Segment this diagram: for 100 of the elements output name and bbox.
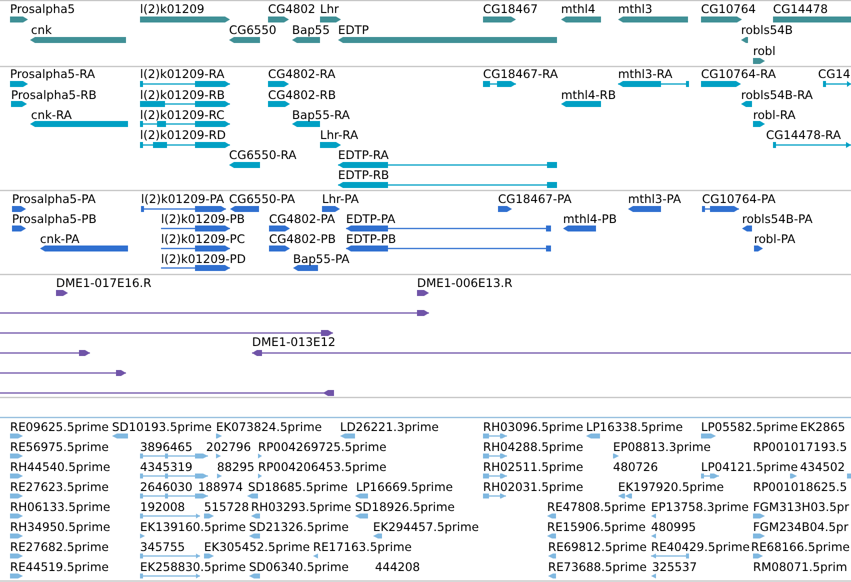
protein-label: CG10764-PA bbox=[702, 192, 776, 206]
est-label: 434502 bbox=[800, 460, 846, 474]
est-label: RH03096.5prime bbox=[483, 420, 584, 434]
est-label: 3896465 bbox=[140, 440, 193, 454]
gene-label: mthl3 bbox=[618, 2, 652, 16]
est-label: RE68166.5prime bbox=[751, 540, 850, 554]
est-label: RM08071.5prim bbox=[753, 560, 848, 574]
gene-label: robls54B bbox=[741, 23, 793, 37]
est-label: RE44519.5prime bbox=[10, 560, 109, 574]
transcript-label: l(2)k01209-RC bbox=[140, 108, 224, 122]
est-label: RE40429.5prime bbox=[651, 540, 750, 554]
est-label: RE27682.5prime bbox=[10, 540, 109, 554]
transcript-label: mthl4-RB bbox=[561, 88, 616, 102]
protein-label: l(2)k01209-PA bbox=[141, 192, 224, 206]
protein-label: l(2)k01209-PC bbox=[161, 232, 245, 246]
protein-label: CG6550-PA bbox=[229, 192, 296, 206]
protein-label: EDTP-PA bbox=[346, 212, 396, 226]
transcript-label: cnk-RA bbox=[31, 108, 72, 122]
est-label: LP16669.5prime bbox=[356, 480, 453, 494]
transcript-label: CG14478-RA bbox=[766, 128, 841, 142]
est-label: RE47808.5prime bbox=[547, 500, 646, 514]
est-label: 345755 bbox=[140, 540, 186, 554]
clone-label: DME1-017E16.R bbox=[56, 276, 152, 290]
transcript-label: l(2)k01209-RB bbox=[140, 88, 225, 102]
est-label: LP05582.5prime bbox=[701, 420, 798, 434]
est-label: EK2865 bbox=[800, 420, 846, 434]
est-label: 444208 bbox=[375, 560, 420, 574]
clone-label: DME1-013E12 bbox=[252, 335, 336, 349]
est-label: EK073824.5prime bbox=[216, 420, 322, 434]
est-label: 188974 bbox=[198, 480, 244, 494]
est-label: 192008 bbox=[140, 500, 186, 514]
est-label: RH02031.5prime bbox=[483, 480, 584, 494]
est-label: RE69812.5prime bbox=[548, 540, 647, 554]
gene-label: CG10764 bbox=[701, 2, 756, 16]
transcript-label: Lhr-RA bbox=[320, 128, 358, 142]
est-label: SD18926.5prime bbox=[355, 500, 455, 514]
transcript-label: EDTP-RB bbox=[338, 168, 390, 182]
protein-label: l(2)k01209-PD bbox=[161, 252, 246, 266]
protein-label: mthl3-PA bbox=[628, 192, 682, 206]
protein-label: CG18467-PA bbox=[498, 192, 572, 206]
transcript-label: EDTP-RA bbox=[338, 148, 389, 162]
protein-label: Prosalpha5-PB bbox=[12, 212, 97, 226]
gene-label: cnk bbox=[31, 23, 52, 37]
protein-label: mthl4-PB bbox=[563, 212, 617, 226]
transcript-label: Prosalpha5-RB bbox=[11, 88, 97, 102]
est-label: SD21326.5prime bbox=[249, 520, 349, 534]
protein-label: CG4802-PB bbox=[269, 232, 336, 246]
gene-label: robl bbox=[753, 44, 776, 58]
protein-label: Lhr-PA bbox=[322, 192, 359, 206]
est-label: RP004206453.5prime bbox=[258, 460, 386, 474]
est-label: 515728 bbox=[204, 500, 250, 514]
protein-label: Bap55-PA bbox=[293, 252, 350, 266]
est-label: 88295 bbox=[217, 460, 255, 474]
est-label: RH03293.5prime bbox=[251, 500, 352, 514]
transcript-label: robls54B-RA bbox=[741, 88, 813, 102]
gene-label: Lhr bbox=[320, 2, 339, 16]
est-label: 202796 bbox=[206, 440, 252, 454]
transcript-label: Prosalpha5-RA bbox=[10, 67, 96, 81]
est-label: RP001017193.5 bbox=[753, 440, 848, 454]
transcript-label: CG18467-RA bbox=[483, 67, 558, 81]
est-label: RE09625.5prime bbox=[10, 420, 109, 434]
protein-label: robl-PA bbox=[754, 232, 796, 246]
protein-label: Prosalpha5-PA bbox=[12, 192, 96, 206]
transcript-label: Bap55-RA bbox=[292, 108, 350, 122]
protein-label: robls54B-PA bbox=[742, 212, 813, 226]
est-label: 480726 bbox=[613, 460, 658, 474]
transcript-label: CG14 bbox=[818, 67, 850, 81]
gene-label: CG18467 bbox=[483, 2, 538, 16]
est-label: SD06340.5prime bbox=[249, 560, 349, 574]
est-label: RE17163.5prime bbox=[313, 540, 412, 554]
gene-label: Bap55 bbox=[292, 23, 330, 37]
est-label: 480995 bbox=[651, 520, 696, 534]
gene-label: mthl4 bbox=[561, 2, 596, 16]
est-label: EK305452.5prime bbox=[204, 540, 310, 554]
est-label: RE15906.5prime bbox=[547, 520, 646, 534]
est-label: RH06133.5prime bbox=[10, 500, 110, 514]
transcript-label: mthl3-RA bbox=[618, 67, 672, 81]
transcript-label: CG10764-RA bbox=[701, 67, 776, 81]
gene-label: CG4802 bbox=[268, 2, 316, 16]
est-label: RE27623.5prime bbox=[10, 480, 109, 494]
est-label: RP001018625.5 bbox=[753, 480, 848, 494]
transcript-label: l(2)k01209-RA bbox=[140, 67, 224, 81]
est-label: EK197920.5prime bbox=[618, 480, 724, 494]
transcript-label: robl-RA bbox=[753, 108, 796, 122]
protein-label: EDTP-PB bbox=[346, 232, 396, 246]
gene-label: EDTP bbox=[338, 23, 369, 37]
est-label: SD10193.5prime bbox=[112, 420, 212, 434]
est-label: SD18685.5prime bbox=[248, 480, 348, 494]
transcript-label: CG4802-RA bbox=[268, 67, 336, 81]
est-label: EK258830.5prime bbox=[140, 560, 246, 574]
clone-label: DME1-006E13.R bbox=[417, 276, 512, 290]
est-label: LP04121.5prime bbox=[701, 460, 798, 474]
transcript-label: l(2)k01209-RD bbox=[140, 128, 226, 142]
est-label: EP13758.3prime bbox=[651, 500, 749, 514]
protein-label: CG4802-PA bbox=[269, 212, 336, 226]
protein-label: cnk-PA bbox=[40, 232, 80, 246]
est-label: 4345319 bbox=[140, 460, 193, 474]
est-label: RH04288.5prime bbox=[483, 440, 584, 454]
est-label: RE56975.5prime bbox=[10, 440, 109, 454]
gene-label: l(2)k01209 bbox=[140, 2, 204, 16]
